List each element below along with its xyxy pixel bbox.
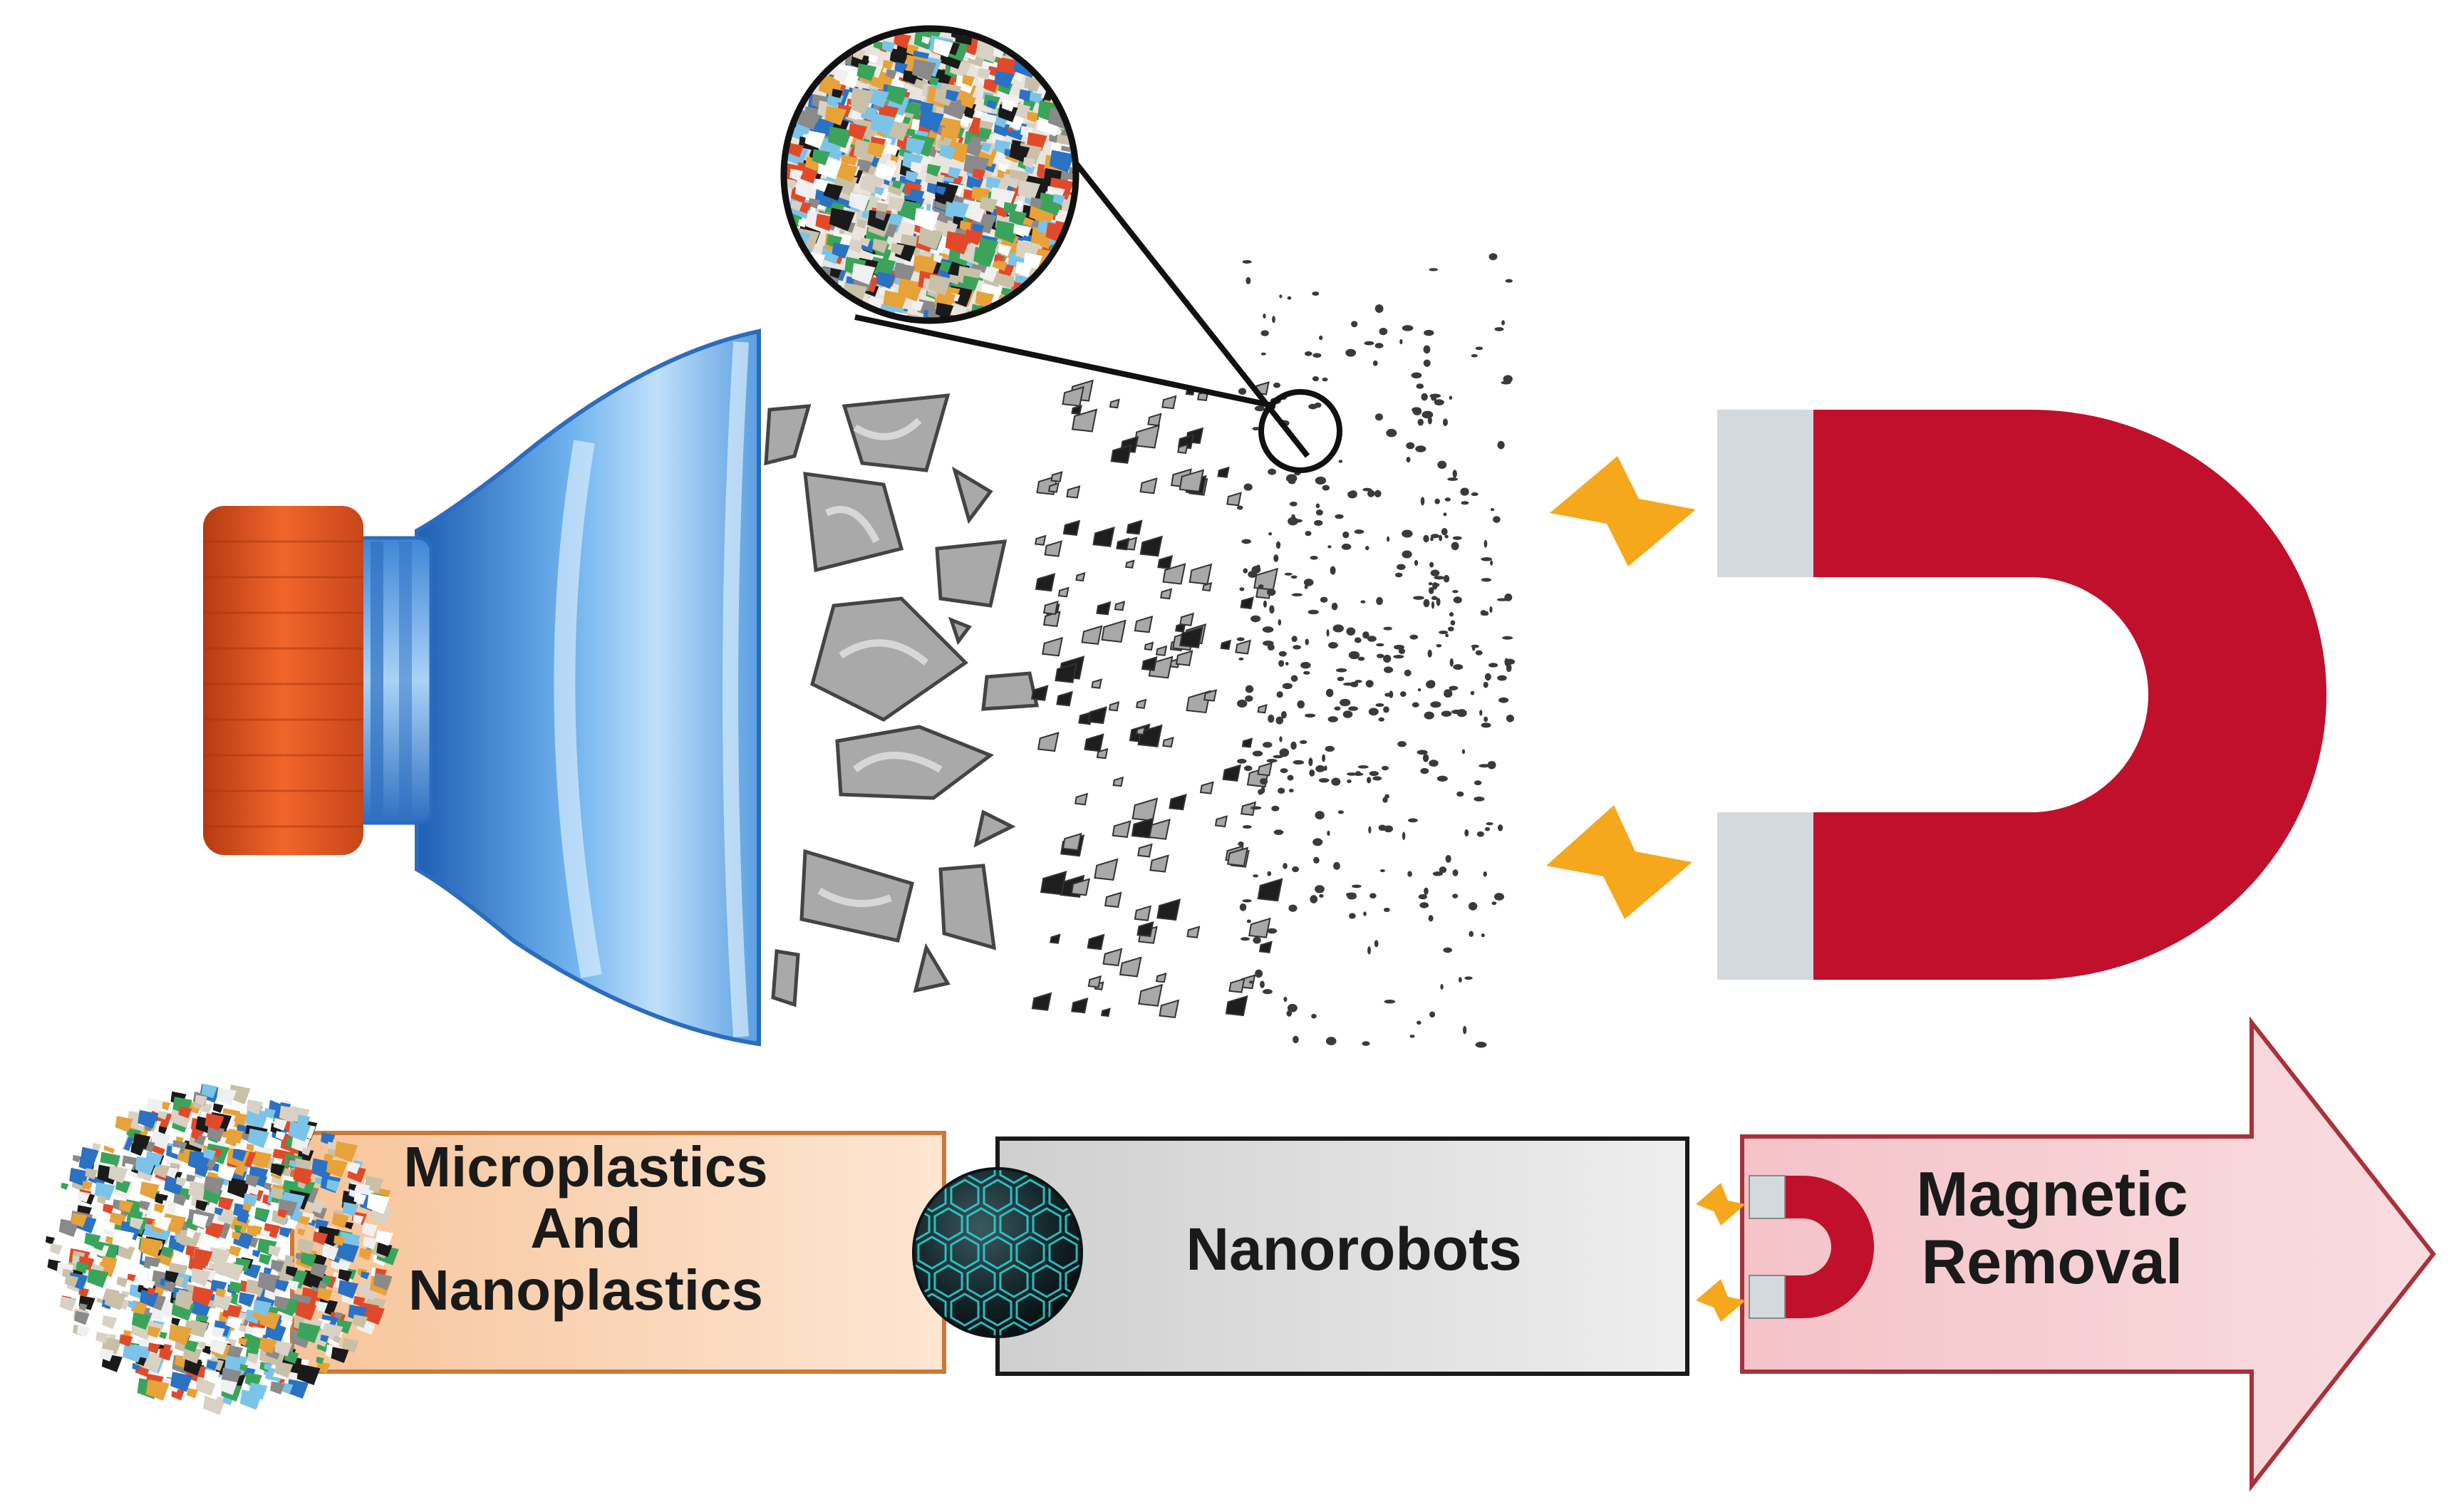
label-line: And xyxy=(530,1196,641,1260)
nanoplastic-dust xyxy=(1236,253,1516,1048)
bottle-icon xyxy=(203,328,761,1047)
plastic-fragments xyxy=(764,393,1040,1008)
microplastic-particles xyxy=(1030,379,1283,1019)
magnet-icon xyxy=(1717,410,2326,980)
label-line: Microplastics xyxy=(403,1135,768,1198)
flow-step-nano xyxy=(995,1136,1689,1376)
label-microplastics: Microplastics And Nanoplastics xyxy=(322,1136,849,1321)
small-spark-icon xyxy=(1696,1183,1746,1226)
label-line: Magnetic xyxy=(1916,1159,2188,1229)
label-nanorobots: Nanorobots xyxy=(1186,1216,1522,1283)
spark-icon xyxy=(1546,456,1696,919)
flow-step-magnetic-arrow xyxy=(1740,1016,2436,1492)
label-line: Removal xyxy=(1921,1226,2183,1298)
label-magnetic-removal: Magnetic Removal xyxy=(1853,1160,2252,1295)
small-magnet-icon xyxy=(1696,1175,1874,1322)
small-spark-icon xyxy=(1696,1279,1746,1322)
magnifier-icon xyxy=(780,25,1342,473)
plastic-pile-icon xyxy=(45,1083,399,1415)
label-line: Nanoplastics xyxy=(408,1258,763,1322)
